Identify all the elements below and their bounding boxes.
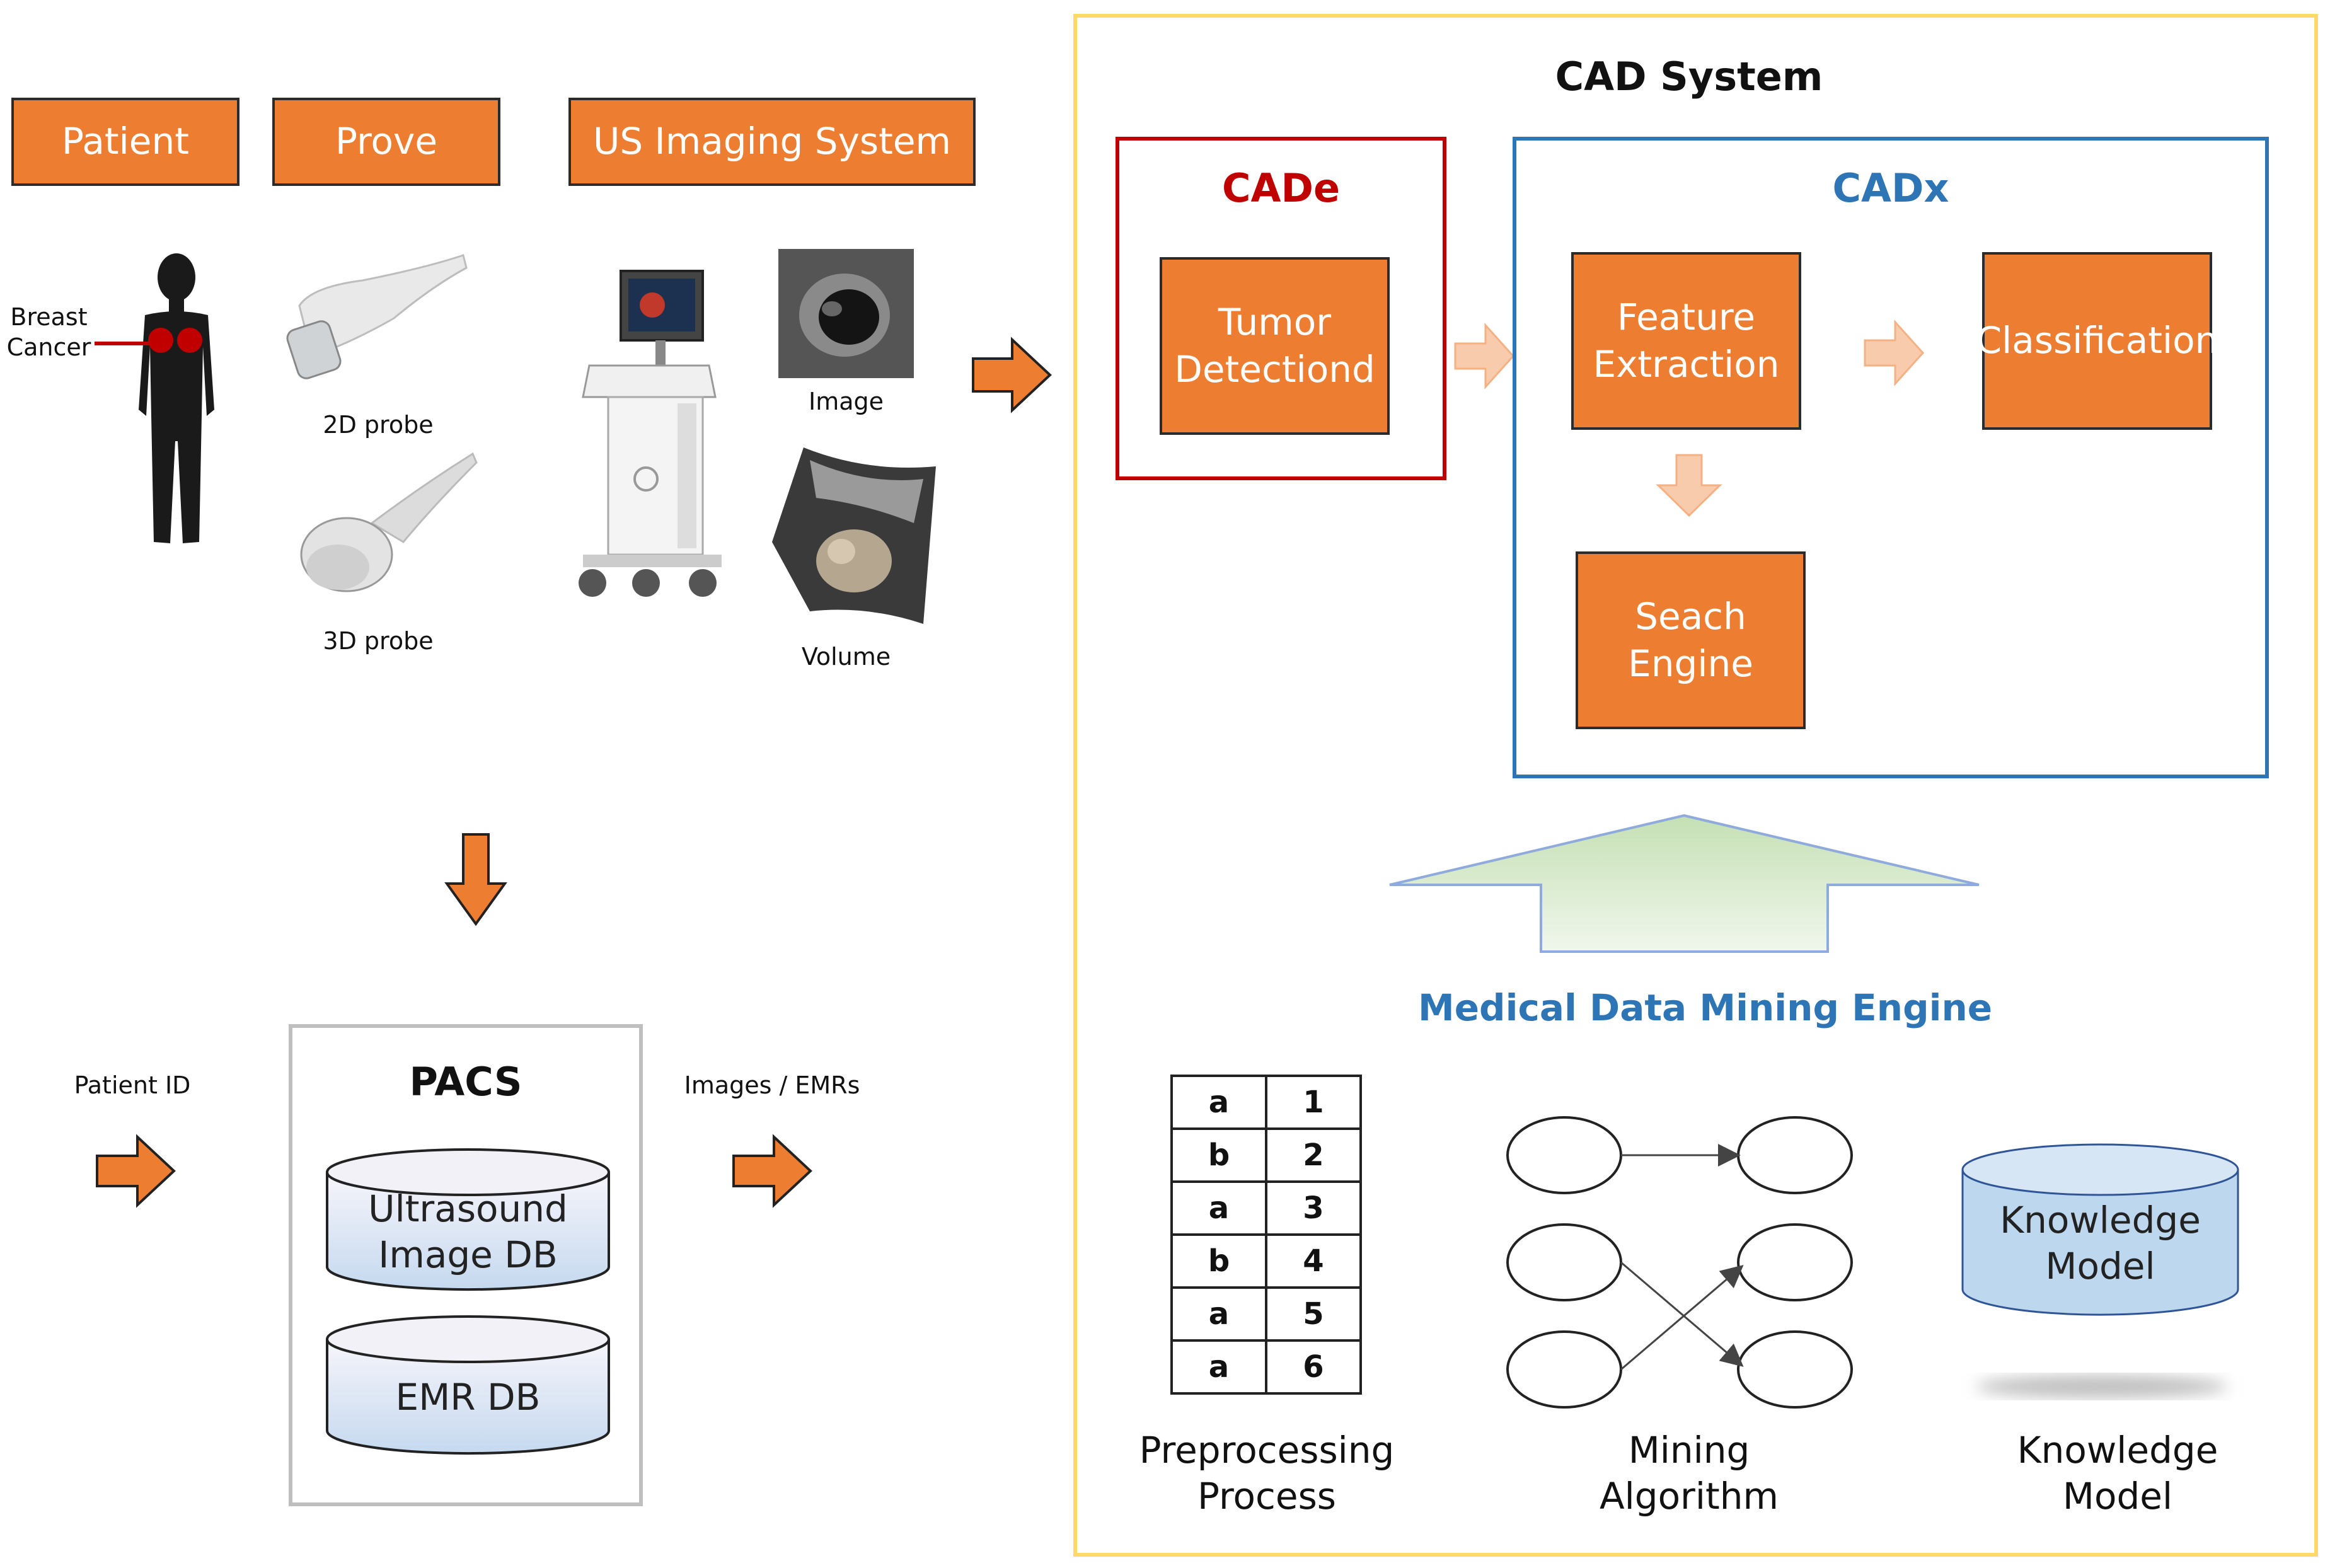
cadx-title: CADx: [1832, 165, 1949, 211]
cade-frame: [1116, 137, 1446, 480]
emr-db-label: EMR DB: [395, 1376, 541, 1419]
ultrasound-image-icon: [778, 249, 914, 378]
probe-3d-label: 3D probe: [323, 627, 434, 655]
patient-header: Patient: [11, 98, 239, 186]
arrow-feature-to-search: [1656, 454, 1722, 517]
pacs-frame: [289, 1024, 643, 1506]
tumor-detection-box: Tumor Detectiond: [1160, 257, 1390, 435]
node-left-1: [1506, 1116, 1622, 1194]
mining-engine-title: Medical Data Mining Engine: [1418, 986, 1993, 1029]
probe-2d-icon: [286, 254, 468, 379]
knowledge-model-shadow: [1976, 1375, 2228, 1398]
node-right-2: [1737, 1223, 1853, 1301]
breast-cancer-pointer: [95, 342, 164, 345]
arrow-feature-to-classification: [1864, 320, 1925, 386]
images-emrs-label: Images / EMRs: [684, 1071, 860, 1099]
node-left-3: [1506, 1330, 1622, 1409]
table-cell-key: b: [1170, 1127, 1267, 1183]
knowledge-model-cylinder-label: Knowledge Model: [2000, 1199, 2201, 1288]
preprocessing-label: Preprocessing Process: [1139, 1429, 1395, 1518]
table-cell-key: a: [1170, 1075, 1267, 1130]
table-cell-value: 3: [1265, 1180, 1362, 1236]
feature-extraction-box: Feature Extraction: [1571, 252, 1801, 430]
arrow-cade-to-cadx: [1454, 323, 1515, 389]
volume-label: Volume: [801, 643, 891, 671]
knowledge-model-label: Knowledge Model: [2017, 1429, 2218, 1518]
mining-algorithm-diagram: [1506, 1116, 1853, 1409]
cade-title: CADe: [1222, 165, 1340, 211]
arrow-images-emrs: [732, 1134, 812, 1208]
image-label: Image: [808, 388, 884, 415]
table-cell-key: b: [1170, 1233, 1267, 1289]
table-cell-value: 6: [1265, 1339, 1362, 1395]
breast-cancer-label: Breast Cancer: [6, 303, 91, 361]
node-right-1: [1737, 1116, 1853, 1194]
probe-3d-icon: [300, 452, 478, 592]
mining-up-arrow: [1389, 814, 1980, 953]
arrow-patient-id: [96, 1134, 176, 1208]
human-silhouette-icon: [139, 253, 214, 543]
table-cell-value: 5: [1265, 1286, 1362, 1342]
probe-2d-label: 2D probe: [323, 411, 434, 439]
classification-box: Classification: [1976, 252, 2218, 430]
table-cell-key: a: [1170, 1339, 1267, 1395]
us-imaging-system-header: US Imaging System: [568, 98, 976, 186]
cadx-frame: [1513, 137, 2269, 778]
mining-algorithm-label: Mining Algorithm: [1599, 1429, 1779, 1518]
patient-id-label: Patient ID: [74, 1071, 191, 1099]
table-cell-value: 2: [1265, 1127, 1362, 1183]
node-left-2: [1506, 1223, 1622, 1301]
cad-system-title: CAD System: [1555, 54, 1823, 100]
arrow-to-cad: [972, 337, 1052, 413]
pacs-title: PACS: [409, 1059, 522, 1105]
search-engine-box: Seach Engine: [1576, 551, 1806, 729]
cad-system-frame: [1073, 14, 2318, 1557]
knowledge-model-cylinder: Knowledge Model: [1960, 1141, 2241, 1317]
table-cell-value: 4: [1265, 1233, 1362, 1289]
table-cell-key: a: [1170, 1286, 1267, 1342]
ultrasound-image-db: Ultrasound Image DB: [325, 1147, 611, 1292]
probe-header: Prove: [272, 98, 500, 186]
ultrasound-image-db-label: Ultrasound Image DB: [368, 1187, 568, 1276]
table-cell-key: a: [1170, 1180, 1267, 1236]
table-cell-value: 1: [1265, 1075, 1362, 1130]
ultrasound-machine-icon: [579, 270, 722, 597]
emr-db: EMR DB: [325, 1314, 611, 1456]
ultrasound-volume-icon: [772, 447, 936, 624]
node-right-3: [1737, 1330, 1853, 1409]
arrow-down-to-pacs: [444, 833, 507, 926]
